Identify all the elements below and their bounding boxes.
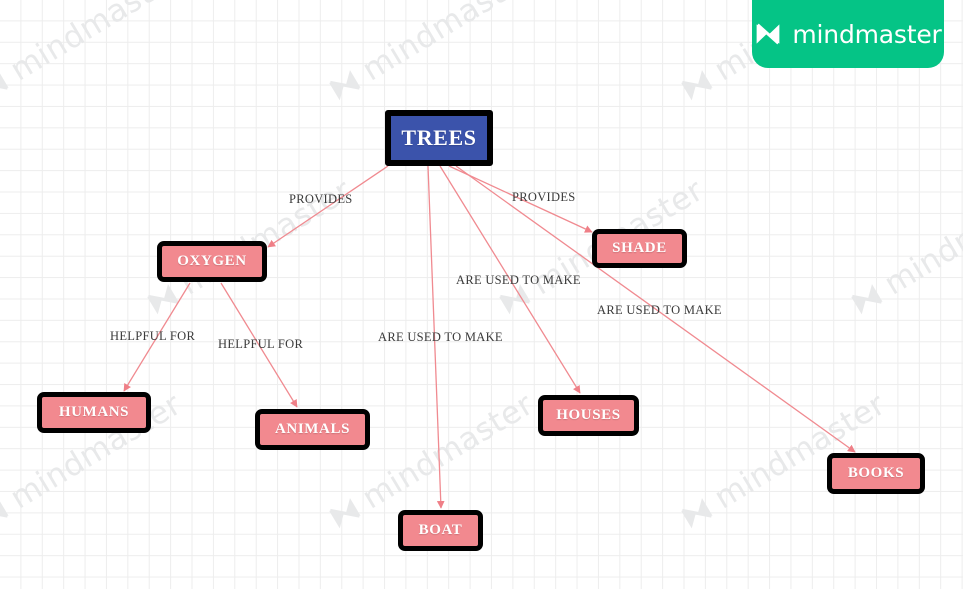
mindmaster-bowtie-icon: [676, 493, 717, 534]
edge-label-trees-books: ARE USED TO MAKE: [597, 303, 722, 317]
watermark-text: mindmaster: [878, 172, 963, 303]
mindmaster-bowtie-icon: [142, 279, 183, 320]
mindmap-node-animals[interactable]: ANIMALS: [255, 409, 370, 450]
mindmap-node-oxygen[interactable]: OXYGEN: [157, 241, 267, 282]
node-label: HOUSES: [556, 407, 621, 423]
watermark-mindmaster: mindmaster: [0, 0, 188, 108]
mindmap-node-humans[interactable]: HUMANS: [37, 392, 151, 433]
watermark-text: mindmaster: [356, 0, 540, 89]
mindmap-node-shade[interactable]: SHADE: [592, 229, 687, 268]
node-label: TREES: [401, 125, 477, 150]
edge-label-trees-boat: ARE USED TO MAKE: [378, 330, 503, 344]
node-label: SHADE: [612, 240, 667, 256]
node-label: BOAT: [418, 522, 463, 538]
mindmaster-brand-badge: mindmaster: [752, 0, 944, 68]
watermark-mindmaster: mindmaster: [0, 172, 6, 322]
mindmaster-bowtie-icon: [676, 65, 717, 106]
mindmaster-bowtie-icon: [0, 493, 13, 534]
edge-label-trees-houses: ARE USED TO MAKE: [456, 273, 581, 287]
mindmap-node-trees[interactable]: TREES: [385, 110, 493, 166]
node-label: HUMANS: [58, 404, 130, 420]
edge-label-trees-shade: PROVIDES: [512, 190, 576, 204]
mindmap-node-boat[interactable]: BOAT: [398, 510, 483, 551]
watermark-mindmaster: mindmaster: [323, 0, 540, 108]
edge-label-oxygen-humans: HELPFUL FOR: [110, 329, 196, 343]
watermark-text: mindmaster: [356, 386, 540, 517]
watermark-mindmaster: mindmaster: [845, 172, 963, 322]
edge-label-oxygen-animals: HELPFUL FOR: [218, 337, 304, 351]
mindmaster-bowtie-icon: [846, 279, 887, 320]
mindmap-node-books[interactable]: BOOKS: [827, 453, 925, 494]
node-label: OXYGEN: [177, 253, 247, 269]
node-label: BOOKS: [847, 465, 905, 481]
mindmaster-bowtie-icon: [324, 65, 365, 106]
watermark-text: mindmaster: [708, 386, 892, 517]
node-label: ANIMALS: [274, 421, 351, 437]
mindmap-node-houses[interactable]: HOUSES: [538, 395, 639, 436]
mindmaster-bowtie-icon: [324, 493, 365, 534]
brand-name: mindmaster: [792, 19, 942, 49]
edge-label-trees-oxygen: PROVIDES: [289, 192, 353, 206]
watermark-text: mindmaster: [0, 172, 6, 303]
watermark-text: mindmaster: [4, 0, 188, 89]
mindmaster-bowtie-icon: [754, 20, 782, 48]
mindmaster-bowtie-icon: [0, 65, 13, 106]
